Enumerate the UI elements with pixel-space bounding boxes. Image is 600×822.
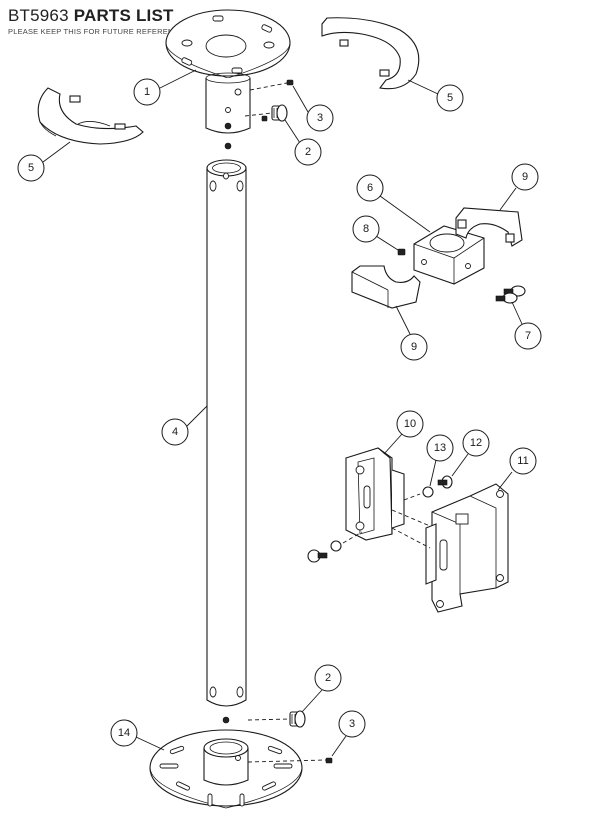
svg-text:12: 12 xyxy=(470,437,482,449)
svg-text:9: 9 xyxy=(522,171,528,183)
svg-text:13: 13 xyxy=(434,442,446,454)
callout-9-lower: 9 xyxy=(395,305,428,361)
callout-9-upper: 9 xyxy=(499,163,539,211)
callout-5-left: 5 xyxy=(17,141,71,182)
svg-text:11: 11 xyxy=(517,455,528,467)
part-3-grub-screw xyxy=(286,79,294,86)
callout-2: 2 xyxy=(284,119,322,166)
callout-4: 4 xyxy=(161,405,208,446)
svg-text:10: 10 xyxy=(404,418,416,430)
part-8-set-screw xyxy=(397,248,406,256)
callout-14: 14 xyxy=(110,719,165,751)
svg-text:1: 1 xyxy=(144,86,150,98)
callout-10: 10 xyxy=(383,410,424,455)
callout-11: 11 xyxy=(497,447,537,491)
svg-text:8: 8 xyxy=(363,223,369,235)
callout-6: 6 xyxy=(356,174,431,233)
page-subtitle: PLEASE KEEP THIS FOR FUTURE REFERENCE xyxy=(8,27,185,36)
part-3-grub-screw-lower xyxy=(325,757,333,764)
part-9-clamp-half-lower xyxy=(351,265,421,309)
callout-8: 8 xyxy=(352,215,399,251)
part-6-pole-clamp xyxy=(413,225,485,285)
callout-1: 1 xyxy=(133,69,197,106)
part-2-bolt xyxy=(271,104,288,122)
callout-2-lower: 2 xyxy=(301,664,342,713)
part-10-tilt-bracket xyxy=(345,447,405,541)
svg-text:7: 7 xyxy=(525,330,531,342)
part-2-bolt-lower xyxy=(289,710,306,728)
parts-list-title: PARTS LIST xyxy=(73,6,174,25)
callout-12: 12 xyxy=(451,429,490,477)
part-1-ceiling-plate xyxy=(165,9,291,134)
part-11-vesa-plate xyxy=(425,483,509,613)
svg-text:5: 5 xyxy=(28,162,34,174)
callout-3: 3 xyxy=(292,85,334,132)
part-4-extension-pole xyxy=(206,159,247,707)
part-5-cover-left xyxy=(37,87,144,145)
callout-13: 13 xyxy=(426,434,454,487)
part-13-washer xyxy=(422,486,434,498)
part-5-cover-right xyxy=(321,17,420,90)
svg-text:6: 6 xyxy=(367,182,373,194)
part-14-base-plate xyxy=(149,729,303,809)
svg-text:5: 5 xyxy=(447,92,453,104)
svg-text:4: 4 xyxy=(172,426,178,438)
header: BT5963 PARTS LIST PLEASE KEEP THIS FOR F… xyxy=(8,6,184,36)
product-code: BT5963 xyxy=(8,6,69,25)
callout-3-lower: 3 xyxy=(331,710,366,757)
callout-7: 7 xyxy=(511,301,542,350)
svg-text:3: 3 xyxy=(349,718,355,730)
svg-text:14: 14 xyxy=(118,727,130,739)
svg-text:2: 2 xyxy=(305,146,311,158)
svg-text:2: 2 xyxy=(325,672,331,684)
callout-5-right: 5 xyxy=(407,79,464,112)
svg-text:3: 3 xyxy=(317,112,323,124)
page-title: BT5963 PARTS LIST xyxy=(8,6,184,26)
svg-text:9: 9 xyxy=(411,341,417,353)
part-9-clamp-half-upper xyxy=(455,207,523,247)
part-12-screw xyxy=(437,475,453,489)
part-7-screws xyxy=(495,285,526,304)
